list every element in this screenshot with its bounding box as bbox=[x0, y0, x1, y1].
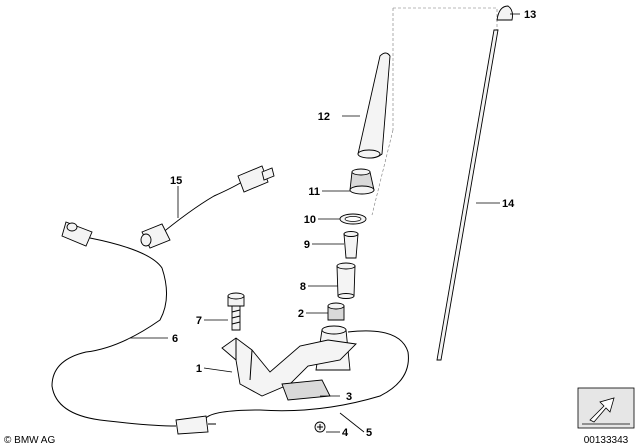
part-15-flat-connector bbox=[237, 165, 269, 193]
part-13-tip-cap bbox=[496, 5, 513, 21]
callout-5: 5 bbox=[366, 427, 372, 439]
callout-13: 13 bbox=[524, 9, 536, 21]
callout-2: 2 bbox=[298, 308, 304, 320]
part-8-spacer bbox=[336, 265, 356, 297]
callout-12: 12 bbox=[318, 111, 330, 123]
callout-10: 10 bbox=[304, 214, 316, 226]
callout-11: 11 bbox=[308, 186, 320, 198]
part-12-cover-base bbox=[357, 149, 381, 159]
part-14-antenna-rod bbox=[436, 29, 499, 361]
part-1-bracket bbox=[221, 337, 357, 397]
callout-1: 1 bbox=[196, 363, 202, 375]
callout-9: 9 bbox=[304, 239, 310, 251]
part-5-antenna-cable bbox=[205, 330, 409, 419]
callout-8: 8 bbox=[300, 281, 306, 293]
part-6-plug bbox=[175, 415, 209, 435]
part-12-antenna-cover bbox=[357, 52, 391, 159]
part-6-extension-cable bbox=[51, 237, 177, 427]
diagram-badge-icon bbox=[577, 387, 635, 429]
copyright-label: © BMW AG bbox=[4, 435, 55, 446]
part-15-adapter-cable bbox=[155, 181, 243, 239]
callout-7: 7 bbox=[196, 315, 202, 327]
diagram-number: 00133343 bbox=[584, 435, 629, 446]
guide-dashed-outline bbox=[371, 7, 498, 216]
callout-3: 3 bbox=[346, 391, 352, 403]
callout-4: 4 bbox=[342, 427, 349, 439]
part-9-sleeve bbox=[343, 233, 359, 259]
callout-15: 15 bbox=[170, 175, 182, 187]
part-3-clamp-plate bbox=[281, 379, 331, 401]
callout-6: 6 bbox=[172, 333, 178, 345]
callout-14: 14 bbox=[502, 198, 515, 210]
